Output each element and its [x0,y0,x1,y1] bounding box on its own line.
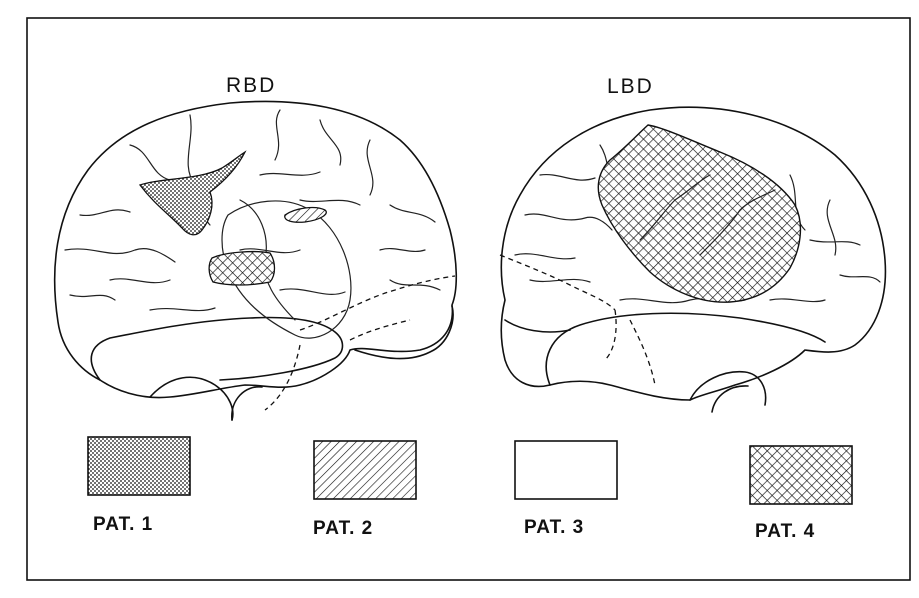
lbd-temporal-lobe [546,313,825,385]
lbd-brainstem [690,372,766,405]
legend-swatch-pat4 [750,446,852,504]
legend-label-pat1: PAT. 1 [93,514,153,535]
rbd-lesion-pat2 [285,208,327,223]
legend: PAT. 1 PAT. 2 PAT. 3 PAT. 4 [88,437,852,542]
lbd-brain [500,107,885,412]
rbd-label: RBD [226,74,276,97]
legend-label-pat3: PAT. 3 [524,517,584,538]
rbd-brainstem [150,377,233,420]
legend-swatch-pat1 [88,437,190,495]
legend-label-pat2: PAT. 2 [313,518,373,539]
rbd-lesion-pat1 [140,152,245,235]
rbd-temporal-lobe [91,318,342,380]
rbd-lesion-pat4 [209,252,274,285]
rbd-dashed-outline [300,276,455,330]
lbd-cerebellum [505,320,570,332]
lbd-label: LBD [607,75,654,98]
lbd-dashed-outline [500,255,615,310]
legend-swatch-pat3 [515,441,617,499]
rbd-brain [55,101,457,420]
legend-swatch-pat2 [314,441,416,499]
lbd-lesion-pat4 [598,125,800,302]
legend-label-pat4: PAT. 4 [755,521,815,542]
